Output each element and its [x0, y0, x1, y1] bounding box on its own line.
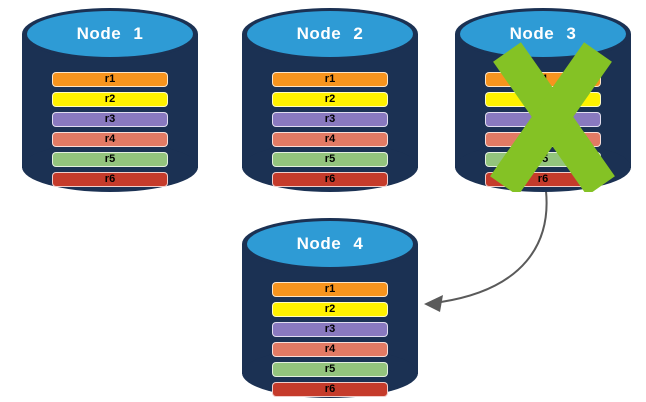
- cylinder-top-face: Node 4: [247, 221, 413, 267]
- node-3: Node 3 r1 r2 r3 r4 r5 r6: [455, 8, 631, 192]
- replica-row-label: r5: [324, 153, 336, 165]
- replica-row-label: r2: [104, 93, 116, 105]
- node-4: Node 4 r1 r2 r3 r4 r5 r6: [242, 218, 418, 398]
- replica-rows: r1 r2 r3 r4 r5 r6: [272, 72, 388, 187]
- replica-row-label: r4: [324, 133, 336, 145]
- replica-row-r3: r3: [272, 112, 388, 127]
- replica-row-r1: r1: [272, 282, 388, 297]
- replica-row-r4: r4: [52, 132, 168, 147]
- replica-row-r2: r2: [52, 92, 168, 107]
- cylinder-top-face: Node 2: [247, 11, 413, 57]
- replica-row-label: r5: [537, 153, 549, 165]
- node-label: Node 1: [76, 24, 144, 43]
- replica-row-r2: r2: [272, 92, 388, 107]
- replica-row-r6: r6: [272, 382, 388, 397]
- replica-row-label: r3: [104, 113, 116, 125]
- node-label: Node 3: [509, 24, 577, 43]
- replica-row-r1: r1: [485, 72, 601, 87]
- replica-row-label: r2: [324, 303, 336, 315]
- replica-row-r3: r3: [52, 112, 168, 127]
- replica-row-r6: r6: [272, 172, 388, 187]
- replica-rows: r1 r2 r3 r4 r5 r6: [272, 282, 388, 397]
- replica-row-label: r6: [537, 173, 549, 185]
- replica-row-r5: r5: [272, 362, 388, 377]
- replica-row-r3: r3: [272, 322, 388, 337]
- arrowhead-icon: [424, 295, 443, 312]
- replica-row-r2: r2: [272, 302, 388, 317]
- cylinder-top-face: Node 3: [460, 11, 626, 57]
- replica-row-label: r1: [537, 73, 549, 85]
- replica-row-label: r4: [104, 133, 116, 145]
- replica-rows: r1 r2 r3 r4 r5 r6: [52, 72, 168, 187]
- replica-row-r3: r3: [485, 112, 601, 127]
- node-label: Node 4: [296, 234, 364, 253]
- replica-row-label: r3: [537, 113, 549, 125]
- replica-row-label: r3: [324, 113, 336, 125]
- replica-row-r4: r4: [485, 132, 601, 147]
- node-2: Node 2 r1 r2 r3 r4 r5 r6: [242, 8, 418, 192]
- node-1: Node 1 r1 r2 r3 r4 r5 r6: [22, 8, 198, 192]
- replica-row-r6: r6: [52, 172, 168, 187]
- replica-row-label: r6: [324, 383, 336, 395]
- replica-row-r1: r1: [272, 72, 388, 87]
- replica-row-r5: r5: [485, 152, 601, 167]
- replica-row-label: r4: [324, 343, 336, 355]
- replica-row-label: r2: [537, 93, 549, 105]
- replica-row-r4: r4: [272, 132, 388, 147]
- failover-arrow-curve: [440, 190, 548, 303]
- replica-row-label: r1: [104, 73, 116, 85]
- replica-row-r1: r1: [52, 72, 168, 87]
- cylinder-top-face: Node 1: [27, 11, 193, 57]
- node-label: Node 2: [296, 24, 364, 43]
- replica-row-label: r5: [324, 363, 336, 375]
- replica-row-label: r1: [324, 73, 336, 85]
- replica-row-label: r6: [324, 173, 336, 185]
- replica-row-r5: r5: [272, 152, 388, 167]
- replica-row-r6: r6: [485, 172, 601, 187]
- replica-row-label: r6: [104, 173, 116, 185]
- replica-row-label: r1: [324, 283, 336, 295]
- replica-row-r2: r2: [485, 92, 601, 107]
- replica-row-label: r2: [324, 93, 336, 105]
- replica-row-label: r5: [104, 153, 116, 165]
- replica-row-label: r4: [537, 133, 549, 145]
- replica-row-r4: r4: [272, 342, 388, 357]
- replica-rows: r1 r2 r3 r4 r5 r6: [485, 72, 601, 187]
- replica-row-r5: r5: [52, 152, 168, 167]
- replica-row-label: r3: [324, 323, 336, 335]
